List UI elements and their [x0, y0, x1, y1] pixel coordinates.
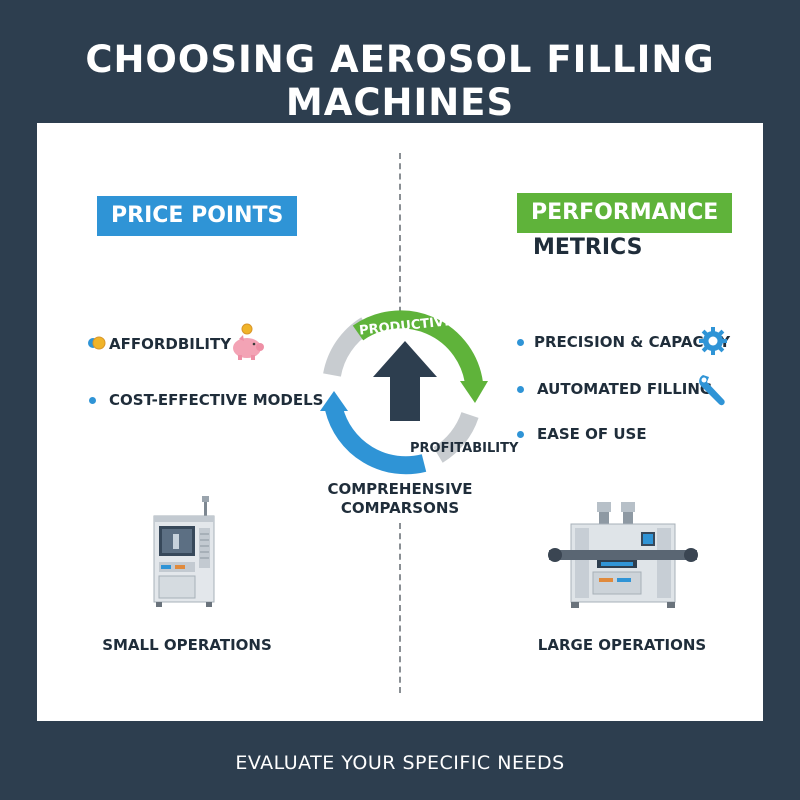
center-divider-top [399, 153, 401, 323]
gear-icon [699, 327, 727, 355]
bullet-dot [517, 386, 524, 393]
wrench-icon [699, 375, 725, 406]
automated-filling-item: AUTOMATED FILLING [537, 380, 713, 398]
ease-of-use-item: EASE OF USE [537, 425, 647, 443]
center-divider-bottom [399, 523, 401, 693]
metrics-subhead: METRICS [533, 235, 643, 260]
bullet-dot [89, 397, 96, 404]
blue-arrowhead [320, 391, 348, 411]
price-points-badge: PRICE POINTS [97, 196, 298, 236]
cycle-diagram [320, 310, 488, 475]
page-title: CHOOSING AEROSOL FILLING MACHINES [85, 38, 715, 124]
cost-effective-item: COST-EFFECTIVE MODELS [109, 391, 324, 409]
arrow-up-icon [373, 341, 437, 421]
caption-line-2: COMPARSONS [340, 499, 460, 517]
affordability-item: AFFORDBILITY [109, 335, 232, 353]
bullet-dot [517, 431, 524, 438]
piggy-bank-icon [233, 323, 264, 360]
profitability-arc [325, 406, 427, 475]
caption-line-1: COMPREHENSIVE [327, 480, 473, 498]
precision-capacity-item: PRECISION & CAPACITY [534, 333, 731, 351]
bullet-dot [517, 339, 524, 346]
large-operations-caption: LARGE OPERATIONS [537, 636, 707, 654]
large-machine-icon [548, 502, 698, 608]
small-operations-caption: SMALL OPERATIONS [102, 636, 272, 654]
small-machine-icon [153, 496, 215, 607]
coin-icon [88, 336, 106, 350]
comprehensive-caption: COMPREHENSIVE COMPARSONS [310, 480, 490, 518]
footer-text: EVALUATE YOUR SPECIFIC NEEDS [235, 752, 565, 774]
profitability-label: PROFITABILITY [410, 441, 519, 456]
comparison-panel: PRICE POINTS AFFORDBILITY COST-EFFECTIVE… [37, 123, 763, 721]
productivity-arc [352, 310, 483, 385]
performance-badge: PERFORMANCE [517, 193, 733, 233]
green-arrowhead [460, 381, 488, 403]
